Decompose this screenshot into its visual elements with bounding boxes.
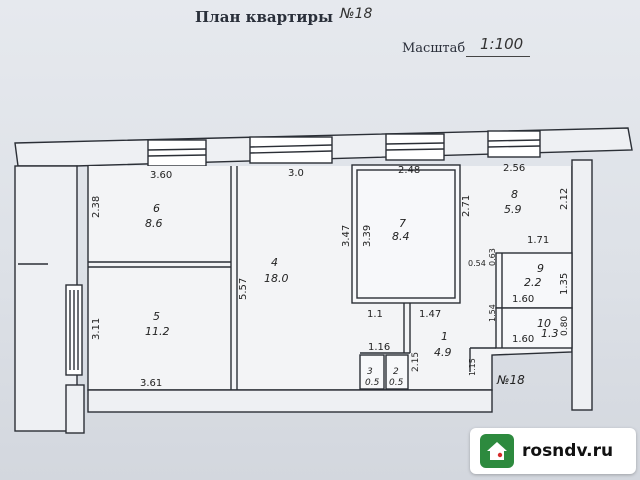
room-3-area: 0.5: [365, 378, 380, 388]
dim-label: 3.60: [150, 170, 172, 181]
dim-label: 1.60: [512, 334, 534, 345]
dim-label: 3.47: [341, 225, 352, 247]
room-9-number: 9: [537, 262, 544, 275]
scale-label: Масштаб: [402, 41, 466, 56]
dim-label: 0.63: [488, 248, 497, 266]
room-10-area: 1.3: [541, 327, 559, 340]
room-8-number: 8: [511, 188, 518, 201]
window-room7: [385, 133, 445, 161]
dim-label: 1.71: [527, 235, 549, 246]
dim-label: 2.71: [461, 195, 472, 217]
watermark-badge: rosndv.ru: [470, 428, 636, 474]
room-2-number: 2: [393, 367, 399, 377]
dim-label: 0.80: [560, 316, 570, 336]
dim-label: 2.38: [91, 196, 102, 218]
room-1-area: 4.9: [434, 346, 452, 359]
dim-label: 2.15: [411, 352, 421, 372]
room-10-number: 10: [537, 317, 551, 330]
dim-label: 1.60: [512, 294, 534, 305]
house-icon: [480, 434, 514, 468]
apartment-number: №18: [340, 6, 373, 22]
room-6-area: 8.6: [145, 217, 163, 230]
room-6-number: 6: [153, 202, 160, 215]
window-room6: [147, 139, 207, 167]
dim-label: 2.12: [559, 188, 570, 210]
room-9-area: 2.2: [524, 276, 542, 289]
dim-label: 1.15: [468, 358, 477, 376]
dim-label: 5.57: [238, 278, 249, 300]
scale-underline: [466, 56, 530, 57]
dim-label: 1.1: [367, 309, 383, 320]
dim-label: 1.47: [419, 309, 441, 320]
watermark-text: rosndv.ru: [522, 441, 614, 461]
dim-label: 0.54: [468, 259, 486, 268]
room-2-area: 0.5: [389, 378, 404, 388]
room-8-area: 5.9: [504, 203, 522, 216]
window-room8: [487, 130, 541, 158]
window-room4: [249, 136, 333, 164]
dim-label: 1.35: [559, 273, 570, 295]
dim-label: 3.39: [362, 225, 373, 247]
room-7-number: 7: [399, 217, 406, 230]
plan-title: План квартиры: [195, 8, 334, 26]
dim-label: 2.48: [398, 165, 420, 176]
dim-label: 1.16: [368, 342, 390, 353]
room-7-area: 8.4: [392, 230, 410, 243]
room-5-area: 11.2: [145, 325, 170, 338]
room-4-number: 4: [271, 256, 278, 269]
dim-label: 3.11: [91, 318, 102, 340]
dim-label: 2.56: [503, 163, 525, 174]
room-5-number: 5: [153, 310, 160, 323]
dim-label: 1.54: [488, 304, 497, 322]
dim-label: 3.61: [140, 378, 162, 389]
room-1-number: 1: [441, 330, 448, 343]
entrance-label: №18: [496, 373, 525, 387]
room-4-area: 18.0: [264, 272, 289, 285]
room-3-number: 3: [367, 367, 373, 377]
dim-label: 3.0: [288, 168, 304, 179]
scale-value: 1:100: [480, 35, 524, 53]
